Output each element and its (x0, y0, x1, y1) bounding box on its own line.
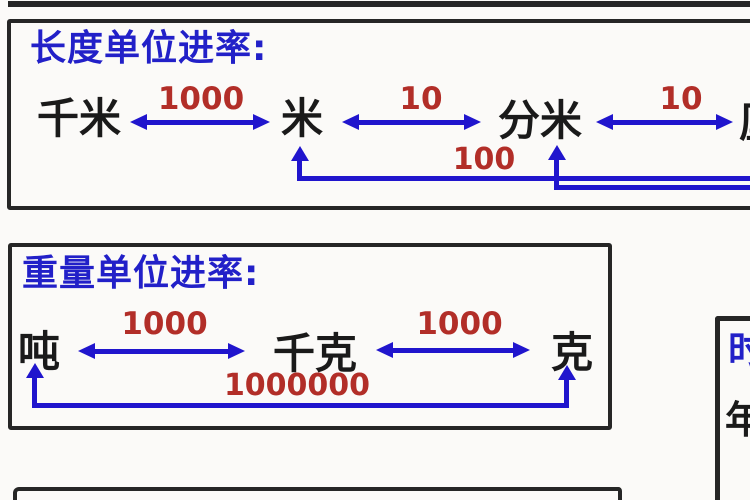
rate-m-to-cm: 100 (452, 142, 516, 177)
unit-year-clipped: 年 (725, 398, 750, 442)
rate-km-to-m: 1000 (157, 81, 245, 117)
time-units-box-clipped: 时 年 (715, 316, 750, 500)
up-arrow-into-ton-icon (26, 363, 44, 378)
arrowhead-right-icon (228, 343, 245, 359)
unit-meter: 米 (281, 94, 324, 143)
arrowhead-right-icon (253, 114, 270, 130)
unit-kilogram: 千克 (273, 329, 358, 378)
arrowhead-right-icon (464, 114, 481, 130)
rate-kg-to-g: 1000 (416, 306, 503, 342)
top-clipped-box-edge (8, 1, 750, 7)
length-box-title: 长度单位进率: (30, 28, 268, 69)
bracket-gram-vertical (564, 379, 569, 408)
up-arrow-into-meter-icon (291, 146, 309, 161)
unit-kilometer: 千米 (37, 94, 122, 143)
rate-dm-to-cm: 10 (659, 81, 703, 117)
weight-units-box: 重量单位进率: 吨 千克 克 1000 1000 1000000 (8, 243, 612, 430)
unit-centimeter-clipped: 厘 (739, 102, 750, 144)
bracket-ton-gram-horizontal (32, 403, 569, 408)
up-arrow-into-gram-icon (558, 365, 576, 380)
double-arrow-dm-cm (596, 114, 733, 131)
unit-decimeter: 分米 (498, 96, 583, 145)
bracket-decimeter-vertical (554, 159, 559, 189)
double-arrow-t-kg (78, 343, 245, 360)
arrowhead-left-icon (78, 343, 95, 359)
double-arrow-m-dm (342, 114, 481, 131)
bottom-box-clipped (13, 487, 622, 500)
arrowhead-left-icon (342, 114, 359, 130)
arrowhead-left-icon (130, 114, 147, 130)
arrowhead-left-icon (596, 114, 613, 130)
arrowhead-left-icon (376, 342, 393, 358)
rate-t-to-g: 1000000 (223, 368, 371, 403)
arrowhead-right-icon (513, 342, 530, 358)
rate-t-to-kg: 1000 (121, 306, 208, 342)
bracket-decimeter-horizontal (554, 185, 750, 190)
bracket-meter-vertical (297, 160, 302, 180)
up-arrow-into-decimeter-icon (548, 145, 566, 160)
bracket-ton-vertical (32, 377, 37, 408)
rate-m-to-dm: 10 (399, 81, 443, 117)
double-arrow-km-m (130, 114, 270, 131)
length-units-box: 长度单位进率: 千米 米 分米 厘 1000 10 10 100 (7, 19, 750, 210)
bracket-meter-horizontal (297, 176, 750, 181)
time-box-title-clipped: 时 (728, 328, 750, 372)
arrowhead-right-icon (716, 114, 733, 130)
weight-box-title: 重量单位进率: (22, 253, 260, 294)
double-arrow-kg-g (376, 342, 530, 359)
